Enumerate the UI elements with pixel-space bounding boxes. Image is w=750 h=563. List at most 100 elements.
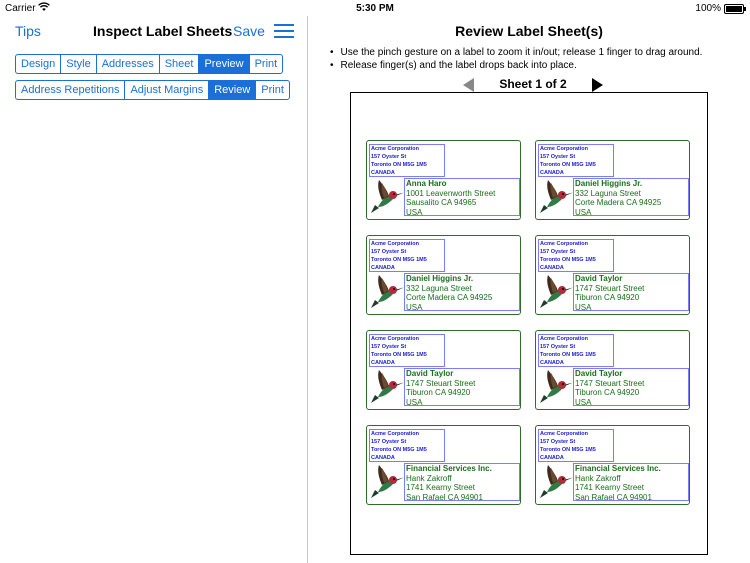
recipient-address-line: USA <box>575 207 592 217</box>
segment-print[interactable]: Print <box>248 55 283 73</box>
hummingbird-icon <box>370 463 404 499</box>
return-address-line: Acme Corporation <box>540 336 588 342</box>
subsegment-print[interactable]: Print <box>255 81 289 99</box>
next-arrow-icon[interactable] <box>592 78 603 92</box>
return-address-line: CANADA <box>371 360 395 366</box>
left-pane: Tips Inspect Label Sheets Save Design Sty… <box>0 16 308 563</box>
segment-preview[interactable]: Preview <box>198 55 249 73</box>
recipient-address-line: USA <box>575 397 592 407</box>
status-time: 5:30 PM <box>356 3 394 14</box>
return-address-line: 157 Oyster St <box>371 344 407 350</box>
return-address-line: Toronto ON M5G 1M5 <box>540 447 596 453</box>
battery-indicator: 100% <box>695 3 746 14</box>
right-navbar: Review Label Sheet(s) <box>308 16 750 46</box>
return-address-line: Acme Corporation <box>371 431 419 437</box>
mailing-label[interactable]: Acme Corporation 157 Oyster St Toronto ON … <box>366 140 521 220</box>
recipient-address-line: 1001 Leavenworth Street <box>406 188 496 198</box>
recipient-address-line: Hank Zakroff <box>406 473 452 483</box>
segment-design[interactable]: Design <box>21 58 56 70</box>
hamburger-menu-icon[interactable] <box>274 24 294 38</box>
return-address-line: 157 Oyster St <box>371 439 407 445</box>
label-sheet-preview[interactable]: Acme Corporation 157 Oyster St Toronto ON … <box>350 92 708 555</box>
return-address-line: Toronto ON M5G 1M5 <box>540 162 596 168</box>
return-address-line: 157 Oyster St <box>540 344 576 350</box>
instruction-item: Release finger(s) and the label drops ba… <box>330 59 702 72</box>
mailing-label[interactable]: Acme Corporation 157 Oyster St Toronto ON … <box>366 425 521 505</box>
recipient-name: Financial Services Inc. <box>575 464 661 473</box>
right-pane: Review Label Sheet(s) Use the pinch gest… <box>308 16 750 563</box>
recipient-address-line: San Rafael CA 94901 <box>406 492 483 502</box>
hummingbird-icon <box>370 178 404 214</box>
recipient-name: David Taylor <box>575 369 623 378</box>
wifi-icon <box>38 2 50 15</box>
recipient-address-line: USA <box>406 302 423 312</box>
hummingbird-icon <box>370 273 404 309</box>
subsegment-adjust-margins[interactable]: Adjust Margins <box>124 81 208 99</box>
recipient-address-line: Tiburon CA 94920 <box>575 293 640 302</box>
recipient-address-line: Hank Zakroff <box>575 473 621 483</box>
return-address-line: Toronto ON M5G 1M5 <box>371 162 427 168</box>
battery-percent: 100% <box>695 3 721 14</box>
hummingbird-icon <box>539 273 573 309</box>
segment-sheet[interactable]: Sheet <box>158 55 199 73</box>
right-title: Review Label Sheet(s) <box>455 23 603 39</box>
recipient-name: Daniel Higgins Jr. <box>406 274 474 283</box>
return-address-line: 157 Oyster St <box>540 154 576 160</box>
mailing-label[interactable]: Acme Corporation 157 Oyster St Toronto ON … <box>535 140 690 220</box>
hummingbird-icon <box>539 368 573 404</box>
recipient-name: Financial Services Inc. <box>406 464 492 473</box>
instruction-item: Use the pinch gesture on a label to zoom… <box>330 46 703 59</box>
hummingbird-icon <box>539 178 573 214</box>
save-button[interactable]: Save <box>233 23 265 39</box>
recipient-address-line: USA <box>406 207 423 217</box>
segment-addresses[interactable]: Addresses <box>95 55 159 73</box>
return-address-line: Toronto ON M5G 1M5 <box>371 257 427 263</box>
return-address: Acme Corporation 157 Oyster St Toronto ON … <box>369 429 445 462</box>
recipient-address-line: Corte Madera CA 94925 <box>406 293 493 302</box>
recipient-address-line: Tiburon CA 94920 <box>575 388 640 397</box>
subsegment-address-repetitions[interactable]: Address Repetitions <box>21 84 120 96</box>
return-address-line: 157 Oyster St <box>371 154 407 160</box>
recipient-name: Anna Haro <box>406 179 447 188</box>
subsegment-review[interactable]: Review <box>208 81 256 99</box>
recipient-name: David Taylor <box>575 274 623 283</box>
return-address-line: Acme Corporation <box>371 336 419 342</box>
left-title: Inspect Label Sheets <box>93 23 233 39</box>
instructions: Use the pinch gesture on a label to zoom… <box>330 46 703 72</box>
return-address-line: 157 Oyster St <box>540 439 576 445</box>
recipient-address-line: 332 Laguna Street <box>406 283 472 293</box>
recipient-address-line: Sausalito CA 94965 <box>406 198 477 207</box>
return-address-line: CANADA <box>371 265 395 271</box>
previous-arrow-icon[interactable] <box>463 78 474 92</box>
left-navbar: Tips Inspect Label Sheets Save <box>0 16 307 46</box>
status-bar: Carrier 5:30 PM 100% <box>0 0 750 16</box>
return-address-line: CANADA <box>371 170 395 176</box>
return-address-line: CANADA <box>540 455 564 461</box>
return-address-line: Acme Corporation <box>371 146 419 152</box>
return-address-line: Toronto ON M5G 1M5 <box>371 447 427 453</box>
recipient-address-line: 1741 Kearny Street <box>575 483 644 492</box>
return-address: Acme Corporation 157 Oyster St Toronto ON … <box>369 144 445 177</box>
sheet-pager: Sheet 1 of 2 <box>463 76 603 92</box>
tips-button[interactable]: Tips <box>15 23 41 39</box>
recipient-address-line: San Rafael CA 94901 <box>575 492 652 502</box>
recipient-address-line: Corte Madera CA 94925 <box>575 198 662 207</box>
segment-style[interactable]: Style <box>60 55 95 73</box>
recipient-address-line: 1741 Kearny Street <box>406 483 475 492</box>
return-address-line: Acme Corporation <box>540 146 588 152</box>
recipient-address-line: 1747 Steuart Street <box>575 378 645 388</box>
